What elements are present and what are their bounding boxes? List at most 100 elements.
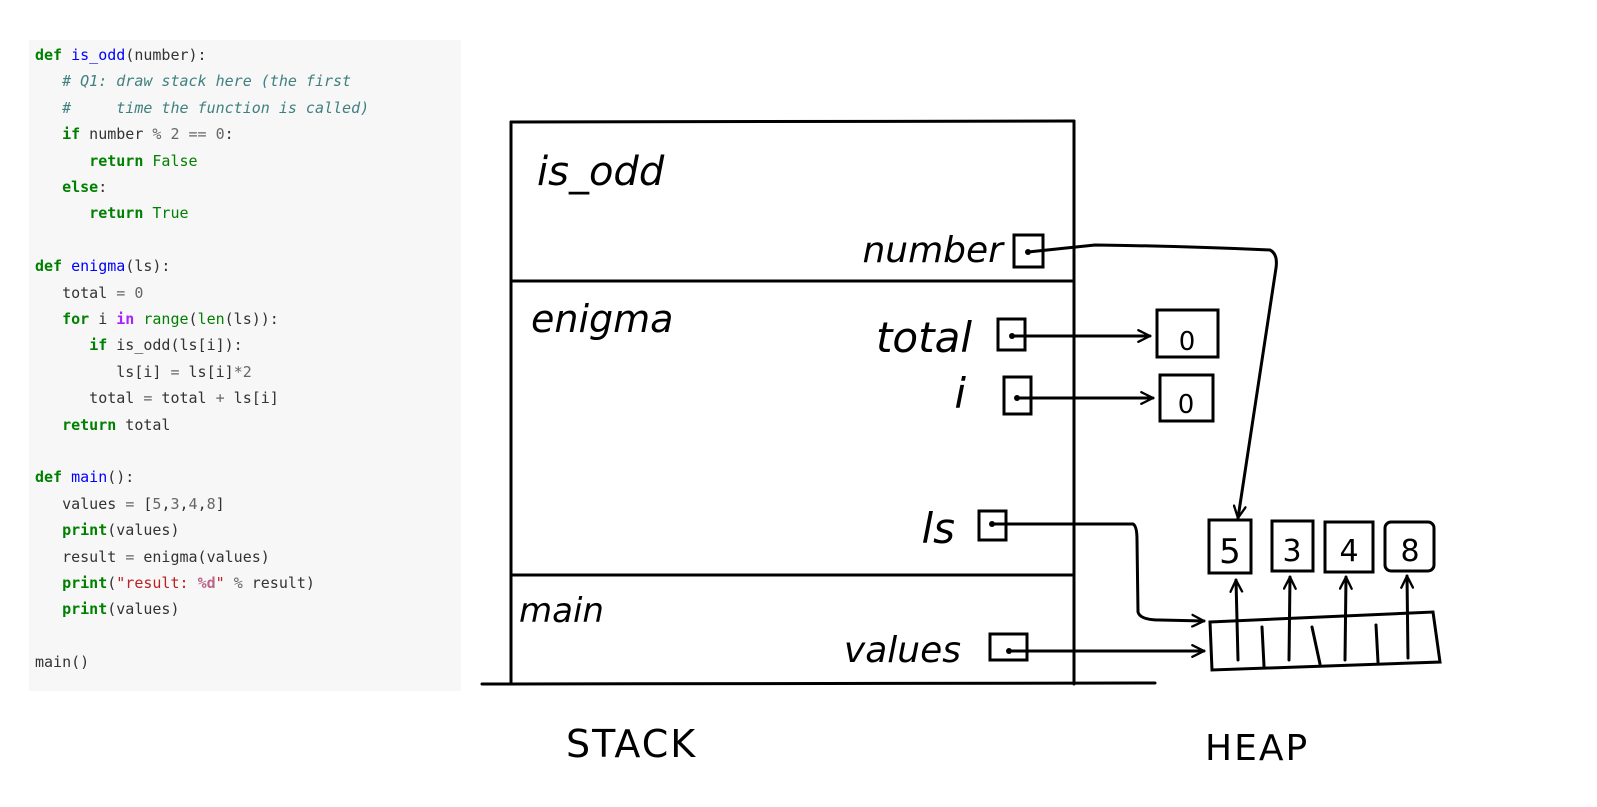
- code-token: print: [62, 600, 108, 619]
- heap-list-divider-2: [1310, 625, 1322, 666]
- var-label-total: total: [876, 313, 972, 362]
- code-line: total = total + ls[i]: [35, 385, 279, 411]
- heap-int-i-box: [1158, 373, 1215, 423]
- code-token: ,: [161, 494, 171, 513]
- slot-arrow-3: [1400, 574, 1415, 660]
- code-token: 3: [170, 494, 180, 513]
- code-token: (values): [107, 600, 180, 619]
- code-token: (ls):: [125, 257, 171, 276]
- code-token: 2: [242, 362, 252, 381]
- code-token: is_odd(ls[i]):: [107, 336, 243, 355]
- code-token: %d: [197, 574, 216, 592]
- code-line: return False: [35, 148, 198, 174]
- code-token: def: [35, 46, 63, 64]
- code-token: ": [215, 574, 225, 592]
- code-token: 8: [206, 494, 216, 513]
- code-line: print(values): [35, 517, 180, 543]
- code-token: 0: [134, 283, 144, 302]
- code-token: for: [62, 310, 90, 328]
- code-token: total: [116, 415, 171, 434]
- reference-boxes: [977, 233, 1045, 662]
- code-token: ]: [215, 494, 225, 513]
- code-token: len: [197, 310, 225, 328]
- ref-box-values: [988, 632, 1029, 662]
- code-token: =: [116, 283, 126, 302]
- code-token: if: [62, 125, 81, 144]
- code-token: range: [143, 310, 189, 328]
- code-token: is_odd: [71, 46, 126, 64]
- code-token: def: [35, 468, 63, 487]
- heap-list-divider-3: [1374, 623, 1380, 664]
- code-token: total: [35, 389, 144, 408]
- heap-element-box-3: [1383, 520, 1436, 573]
- code-token: result): [242, 574, 315, 592]
- code-line: def is_odd(number):: [35, 42, 207, 68]
- code-token: total: [35, 283, 117, 302]
- heap-list-slot-arrows: [1229, 574, 1415, 662]
- code-line: result = enigma(values): [35, 544, 270, 570]
- heap-element-box-2: [1323, 520, 1375, 574]
- code-token: i: [89, 310, 117, 328]
- code-token: (: [188, 310, 198, 328]
- heap-int-boxes: [1155, 308, 1220, 423]
- code-token: # Q1: draw stack here (the first: [62, 72, 352, 91]
- ref-box-i: [1002, 375, 1033, 416]
- code-line: return total: [35, 412, 170, 438]
- code-line: main(): [35, 649, 89, 675]
- code-token: print: [62, 521, 108, 540]
- code-line: print(values): [35, 596, 180, 622]
- code-token: main: [71, 468, 108, 487]
- heap-section-label: HEAP: [1205, 728, 1309, 769]
- code-token: ():: [107, 468, 135, 487]
- code-token: True: [152, 204, 189, 223]
- code-token: # time the function is called): [62, 98, 370, 117]
- code-token: result: [35, 547, 126, 566]
- code-token: (values): [107, 521, 180, 540]
- code-token: (number):: [125, 46, 207, 64]
- frame-label-main: main: [519, 591, 604, 631]
- code-token: ls[i]: [35, 362, 171, 381]
- code-line: def enigma(ls):: [35, 253, 170, 279]
- stack-baseline: [480, 681, 1157, 686]
- code-token: ls[i]: [179, 362, 234, 381]
- code-line: # time the function is called): [35, 95, 369, 121]
- code-panel: def is_odd(number): # Q1: draw stack her…: [29, 40, 461, 691]
- code-token: 4: [188, 494, 198, 513]
- code-token: *: [233, 362, 243, 381]
- code-token: ,: [197, 494, 207, 513]
- code-token: :: [224, 125, 234, 144]
- code-token: =: [143, 389, 153, 408]
- frame-label-enigma: enigma: [531, 297, 673, 341]
- code-token: return: [62, 415, 117, 434]
- code-token: 0: [215, 125, 225, 144]
- code-token: return: [89, 204, 144, 223]
- code-token: %: [233, 574, 243, 592]
- code-token: 2: [170, 125, 180, 144]
- var-label-values: values: [844, 630, 961, 671]
- heap-element-box-1: [1270, 519, 1315, 573]
- code-token: total: [152, 389, 216, 408]
- code-line: values = [5,3,4,8]: [35, 491, 225, 517]
- heap-element-box-0: [1207, 518, 1253, 575]
- code-token: def: [35, 257, 63, 276]
- arrow-ls-to-list: [990, 522, 1206, 628]
- arrow-number-to-list: [1026, 243, 1278, 520]
- code-token: +: [215, 389, 225, 408]
- code-token: if: [89, 336, 108, 355]
- heap-list-outline: [1208, 610, 1442, 672]
- heap-list-divider-1: [1260, 625, 1266, 668]
- code-token: (ls)):: [224, 310, 279, 328]
- heap-int-total-value: 0: [1179, 327, 1196, 357]
- heap-int-i-value: 0: [1178, 390, 1195, 420]
- code-line: else:: [35, 174, 107, 200]
- code-line: for i in range(len(ls)):: [35, 306, 279, 332]
- code-token: return: [89, 151, 144, 170]
- slot-arrow-0: [1229, 578, 1244, 662]
- code-token: ,: [179, 494, 189, 513]
- code-line: return True: [35, 200, 189, 226]
- slot-arrow-1: [1282, 575, 1297, 662]
- code-token: False: [152, 151, 198, 170]
- frame-label-is-odd: is_odd: [537, 149, 665, 195]
- code-line: print("result: %d" % result): [35, 570, 315, 596]
